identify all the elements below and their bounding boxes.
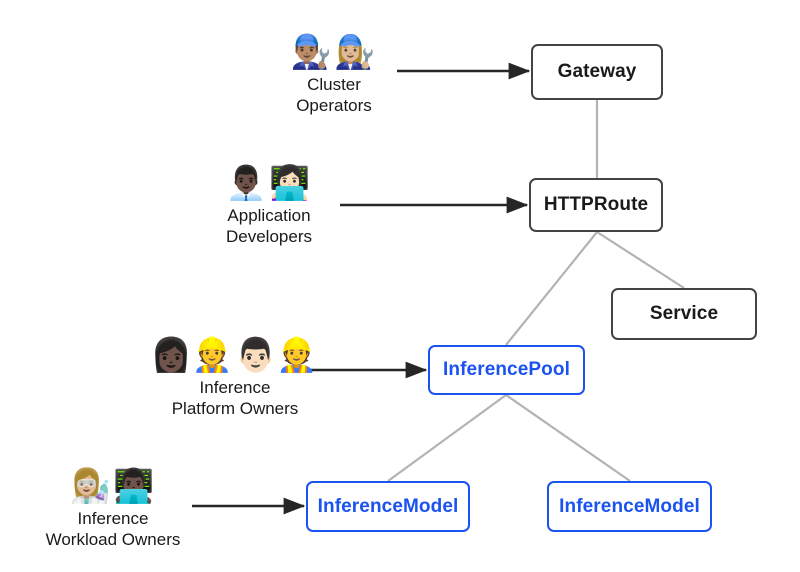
persona-inference-workload-owners: 👩🏼‍🔬👨🏿‍💻 Inference Workload Owners bbox=[8, 466, 218, 550]
edge-inferencepool-inferencemodel-right bbox=[505, 394, 631, 482]
node-inferencepool[interactable]: InferencePool bbox=[428, 345, 585, 395]
persona-label-line2: Platform Owners bbox=[171, 399, 299, 418]
node-inferencemodel-left[interactable]: InferenceModel bbox=[306, 481, 470, 532]
node-inferencemodel-right[interactable]: InferenceModel bbox=[547, 481, 712, 532]
node-httproute[interactable]: HTTPRoute bbox=[529, 178, 663, 232]
persona-inference-platform-owners: 👩🏿‍👷👨🏻‍👷 Inference Platform Owners bbox=[130, 335, 340, 419]
mechanic-pair-icon: 👨🏽‍🔧👩🏼‍🔧 bbox=[290, 32, 378, 71]
persona-label-line1: Cluster bbox=[307, 75, 361, 94]
node-gateway[interactable]: Gateway bbox=[531, 44, 663, 100]
persona-cluster-operators: 👨🏽‍🔧👩🏼‍🔧 Cluster Operators bbox=[229, 32, 439, 116]
edge-inferencepool-inferencemodel-left bbox=[387, 394, 507, 482]
persona-label-line2: Developers bbox=[226, 227, 312, 246]
persona-inference-platform-owners-label: Inference Platform Owners bbox=[172, 377, 299, 419]
persona-application-developers-label: Application Developers bbox=[226, 205, 312, 247]
persona-application-developers: 👨🏿‍💼👩🏻‍💻 Application Developers bbox=[164, 163, 374, 247]
edge-httproute-inferencepool bbox=[505, 231, 598, 346]
edge-httproute-service bbox=[596, 231, 685, 289]
persona-label-line2: Workload Owners bbox=[45, 530, 181, 549]
persona-label-line1: Application bbox=[227, 206, 311, 225]
persona-inference-workload-owners-label: Inference Workload Owners bbox=[46, 508, 181, 550]
persona-label-line2: Operators bbox=[296, 96, 372, 115]
construction-worker-pair-icon: 👩🏿‍👷👨🏻‍👷 bbox=[150, 335, 320, 374]
persona-cluster-operators-label: Cluster Operators bbox=[296, 74, 372, 116]
persona-label-line1: Inference bbox=[199, 378, 271, 397]
office-worker-technologist-pair-icon: 👨🏿‍💼👩🏻‍💻 bbox=[225, 163, 313, 202]
persona-label-line1: Inference bbox=[77, 509, 149, 528]
scientist-technologist-pair-icon: 👩🏼‍🔬👨🏿‍💻 bbox=[69, 466, 157, 505]
node-service[interactable]: Service bbox=[611, 288, 757, 340]
